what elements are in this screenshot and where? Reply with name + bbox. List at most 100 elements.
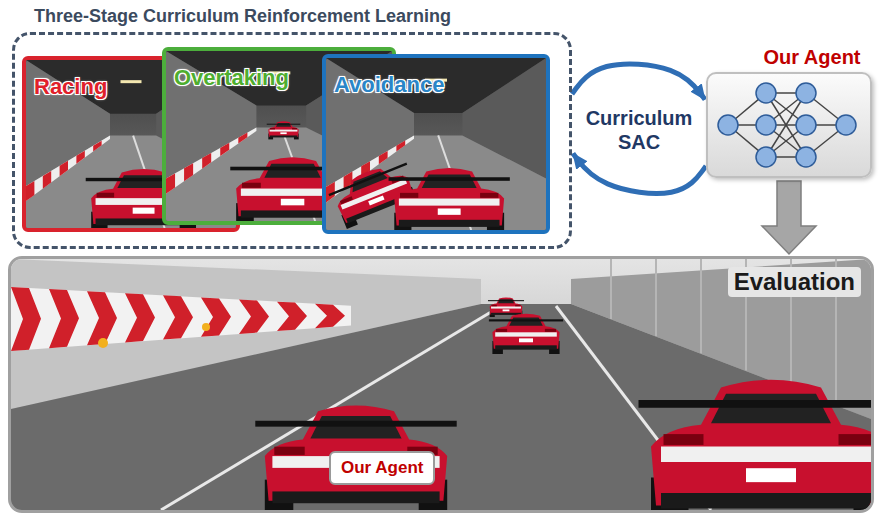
kerb-chevron xyxy=(315,304,345,328)
method-label: Curriculum SAC xyxy=(579,106,699,154)
net-neuron xyxy=(796,83,816,103)
car-spoiler xyxy=(639,400,872,408)
car-stripe xyxy=(661,447,871,463)
car-body xyxy=(490,297,523,314)
car-bumper xyxy=(270,135,298,137)
tunnel-ground xyxy=(326,58,546,230)
car-light xyxy=(664,434,704,445)
agent-tag: Our Agent xyxy=(329,451,435,485)
net-neuron xyxy=(756,115,776,135)
kerb-red xyxy=(26,181,34,201)
kerb-red xyxy=(60,161,68,176)
race-car xyxy=(267,121,301,139)
car-window xyxy=(509,318,543,326)
car-light xyxy=(97,193,114,198)
kerb-red xyxy=(76,151,84,164)
car-window xyxy=(264,164,320,178)
wall-panel xyxy=(655,259,657,336)
evaluation-panel: EvaluationOur Agent xyxy=(8,256,874,513)
car-body xyxy=(394,168,504,225)
cycle-arrow xyxy=(573,153,706,193)
kerb-red xyxy=(166,173,175,193)
car-spoiler xyxy=(267,123,301,125)
card-label: Avoidance xyxy=(334,72,444,98)
kerb-chevron xyxy=(277,302,307,331)
agent-tag-label: Our Agent xyxy=(341,453,423,483)
car-plate xyxy=(133,208,155,214)
card-label: Overtaking xyxy=(174,65,289,91)
card-label: Racing xyxy=(34,74,107,100)
block-arrow xyxy=(762,181,816,254)
car-light xyxy=(480,193,498,198)
race-car xyxy=(489,314,563,354)
car-bumper xyxy=(491,313,521,315)
kerb-red xyxy=(202,153,211,169)
car-bumper xyxy=(495,345,557,349)
agent-frame xyxy=(706,72,872,178)
car-light xyxy=(340,196,353,204)
kerb-chevron xyxy=(87,291,117,345)
tunnel-light xyxy=(121,80,142,83)
kerb-chevron xyxy=(163,295,193,339)
car-window xyxy=(276,123,291,127)
race-car xyxy=(389,168,510,230)
car-stripe xyxy=(399,199,500,206)
kerb-red xyxy=(93,141,101,152)
car-stripe xyxy=(270,130,298,132)
lane-line xyxy=(161,306,501,510)
car-bumper xyxy=(661,493,871,509)
net-neuron xyxy=(756,83,776,103)
car-spoiler xyxy=(489,319,563,321)
car-light xyxy=(491,305,496,306)
car-plate xyxy=(519,338,533,342)
car-plate xyxy=(281,199,305,206)
car-light xyxy=(515,305,520,306)
kerb-chevron xyxy=(49,289,79,348)
race-car xyxy=(255,405,456,510)
kerb-red xyxy=(379,151,388,164)
wall-panel xyxy=(700,259,702,353)
car-stripe xyxy=(491,306,521,308)
kerb-stripe xyxy=(26,136,110,202)
stage-card: Avoidance xyxy=(322,54,550,234)
cycle-arrow xyxy=(572,64,705,100)
car-light xyxy=(270,128,275,129)
net-neuron xyxy=(796,147,816,167)
net-neuron xyxy=(796,115,816,135)
car-spoiler xyxy=(389,177,510,181)
net-neuron xyxy=(756,147,776,167)
car-body xyxy=(268,121,298,137)
car-plate xyxy=(503,309,510,311)
track-light xyxy=(202,323,210,331)
kerb-chevron xyxy=(125,293,155,342)
car-window xyxy=(310,416,401,438)
car-light xyxy=(839,434,872,445)
car-window xyxy=(498,299,514,303)
track-light xyxy=(98,338,108,348)
road-surface xyxy=(326,135,546,230)
car-light xyxy=(274,447,304,455)
agent-title: Our Agent xyxy=(763,44,860,70)
car-body xyxy=(651,380,871,506)
car-stripe xyxy=(495,332,557,336)
curriculum-group: Three-Stage Curriculum Reinforcement Lea… xyxy=(12,4,572,249)
car-plate xyxy=(280,132,286,134)
car-light xyxy=(292,128,297,129)
car-window xyxy=(711,394,831,423)
agent-box: Our Agent xyxy=(706,38,872,178)
car-light xyxy=(545,329,556,332)
kerb-red xyxy=(238,133,247,144)
neural-network xyxy=(714,74,876,176)
car-plate xyxy=(746,468,796,482)
car-light xyxy=(242,183,261,188)
kerb-red xyxy=(220,143,229,156)
car-light xyxy=(496,329,507,332)
kerb-chevron xyxy=(11,287,41,351)
net-neuron xyxy=(718,115,738,135)
kerb-red xyxy=(396,141,405,152)
car-spoiler xyxy=(488,300,524,301)
car-window xyxy=(422,174,477,187)
car-light xyxy=(400,193,418,198)
kerb-chevron xyxy=(239,300,269,334)
